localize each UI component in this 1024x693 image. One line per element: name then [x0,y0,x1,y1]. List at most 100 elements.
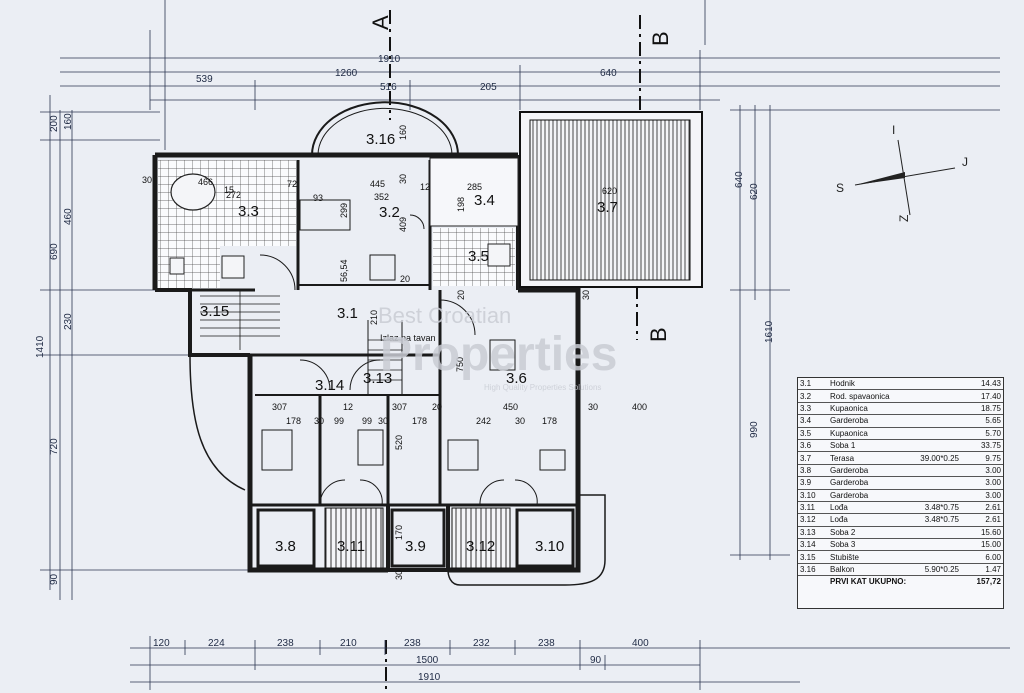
svg-text:20: 20 [432,402,442,412]
legend-cell-area: 17.40 [961,389,1003,403]
loggia-3-11-deck [324,507,384,569]
dim-top-205: 205 [480,82,497,93]
svg-text:466: 466 [198,177,213,187]
compass-rose-icon: S I J Z [836,123,968,222]
legend-total-row: PRVI KAT UKUPNO: 157,72 [798,576,1003,588]
svg-text:307: 307 [272,402,287,412]
dim-bottom-210: 210 [340,638,357,649]
legend-cell-name: Garderoba [828,464,905,478]
svg-text:93: 93 [313,193,323,203]
svg-text:178: 178 [412,416,427,426]
legend-cell-name: Lođa [828,513,905,527]
legend-cell-name: Kupaonica [828,427,905,440]
svg-text:99: 99 [334,416,344,426]
svg-text:12: 12 [420,182,430,192]
dim-bottom-238a: 238 [277,638,294,649]
svg-text:56,54: 56,54 [339,259,349,282]
svg-text:445: 445 [370,179,385,189]
svg-text:I: I [892,123,895,137]
room-labels: 3.1 3.2 3.3 3.4 3.5 3.6 3.7 3.8 3.9 3.10… [200,131,618,555]
left-dimension-lines [40,95,250,600]
legend-cell-area: 2.61 [961,513,1003,527]
svg-text:Properties: Properties [380,328,617,381]
svg-text:620: 620 [602,186,617,196]
legend-cell-dim: 39.00*0.25 [905,451,961,465]
room-label-3-15: 3.15 [200,303,229,320]
dim-bottom-1910: 1910 [418,672,441,683]
legend-cell-num: 3.10 [798,489,828,502]
attic-exit-note: Izlaz na tavan [380,333,436,343]
legend-cell-num: 3.11 [798,501,828,515]
svg-text:30: 30 [588,402,598,412]
legend-cell-name: Hodnik [828,378,905,391]
svg-text:20: 20 [400,274,410,284]
svg-text:30: 30 [378,416,388,426]
dim-bottom-224: 224 [208,638,225,649]
dim-left-690: 690 [49,243,60,260]
legend-cell-dim [905,414,961,428]
shower-shape [221,255,245,279]
legend-cell-dim [905,538,961,552]
legend-cell-name: Soba 3 [828,538,905,552]
legend-cell-name: Soba 1 [828,439,905,453]
top-dimension-lines [60,0,1000,150]
legend-cell-area: 3.00 [961,489,1003,502]
legend-cell-num: 3.5 [798,427,828,440]
svg-text:285: 285 [467,182,482,192]
legend-total-value: 157,72 [976,577,1001,587]
legend-cell-area: 15.60 [961,526,1003,540]
legend-cell-area: 18.75 [961,402,1003,416]
legend-cell-area: 15.00 [961,538,1003,552]
room-label-3-3: 3.3 [238,203,259,220]
legend-cell-num: 3.1 [798,378,828,391]
svg-text:72: 72 [287,179,297,189]
legend-cell-num: 3.16 [798,563,828,577]
dim-bottom-238b: 238 [404,638,421,649]
legend-cell-dim [905,378,961,391]
legend-cell-name: Garderoba [828,414,905,428]
svg-text:160: 160 [398,125,408,140]
legend-cell-dim: 5.90*0.25 [905,563,961,577]
legend-cell-area: 14.43 [961,378,1003,391]
legend-cell-num: 3.2 [798,389,828,403]
legend-cell-num: 3.3 [798,402,828,416]
dim-bottom-400: 400 [632,638,649,649]
svg-text:15: 15 [224,185,234,195]
svg-text:Best Croatian: Best Croatian [378,303,511,328]
svg-text:30: 30 [398,174,408,184]
room-label-3-12: 3.12 [466,538,495,555]
legend-cell-dim [905,526,961,540]
legend-cell-name: Kupaonica [828,402,905,416]
room-label-3-8: 3.8 [275,538,296,555]
bottom-dimension-lines [130,636,1010,690]
legend-cell-dim [905,464,961,478]
room-label-3-10: 3.10 [535,538,564,555]
dim-bottom-120: 120 [153,638,170,649]
dim-left-90: 90 [49,573,60,585]
legend-cell-name: Terasa [828,451,905,465]
room-label-3-6: 3.6 [506,370,527,387]
legend-cell-dim [905,550,961,564]
legend-cell-area: 9.75 [961,451,1003,465]
legend-cell-name: Garderoba [828,489,905,502]
legend-cell-name: Stubište [828,550,905,564]
room-label-3-13: 3.13 [363,370,392,387]
legend-cell-dim [905,389,961,403]
bathtub-shape [170,173,216,211]
legend-cell-name: Balkon [828,563,905,577]
legend-cell-area: 3.00 [961,476,1003,490]
legend-cell-area: 5.65 [961,414,1003,428]
dim-top-1260: 1260 [335,68,358,79]
svg-text:S: S [836,181,844,195]
legend-cell-dim: 3.48*0.75 [905,501,961,515]
watermark: Best Croatian Properties High Quality Pr… [378,303,617,392]
dim-bottom-238c: 238 [538,638,555,649]
room-label-3-16: 3.16 [366,131,395,148]
